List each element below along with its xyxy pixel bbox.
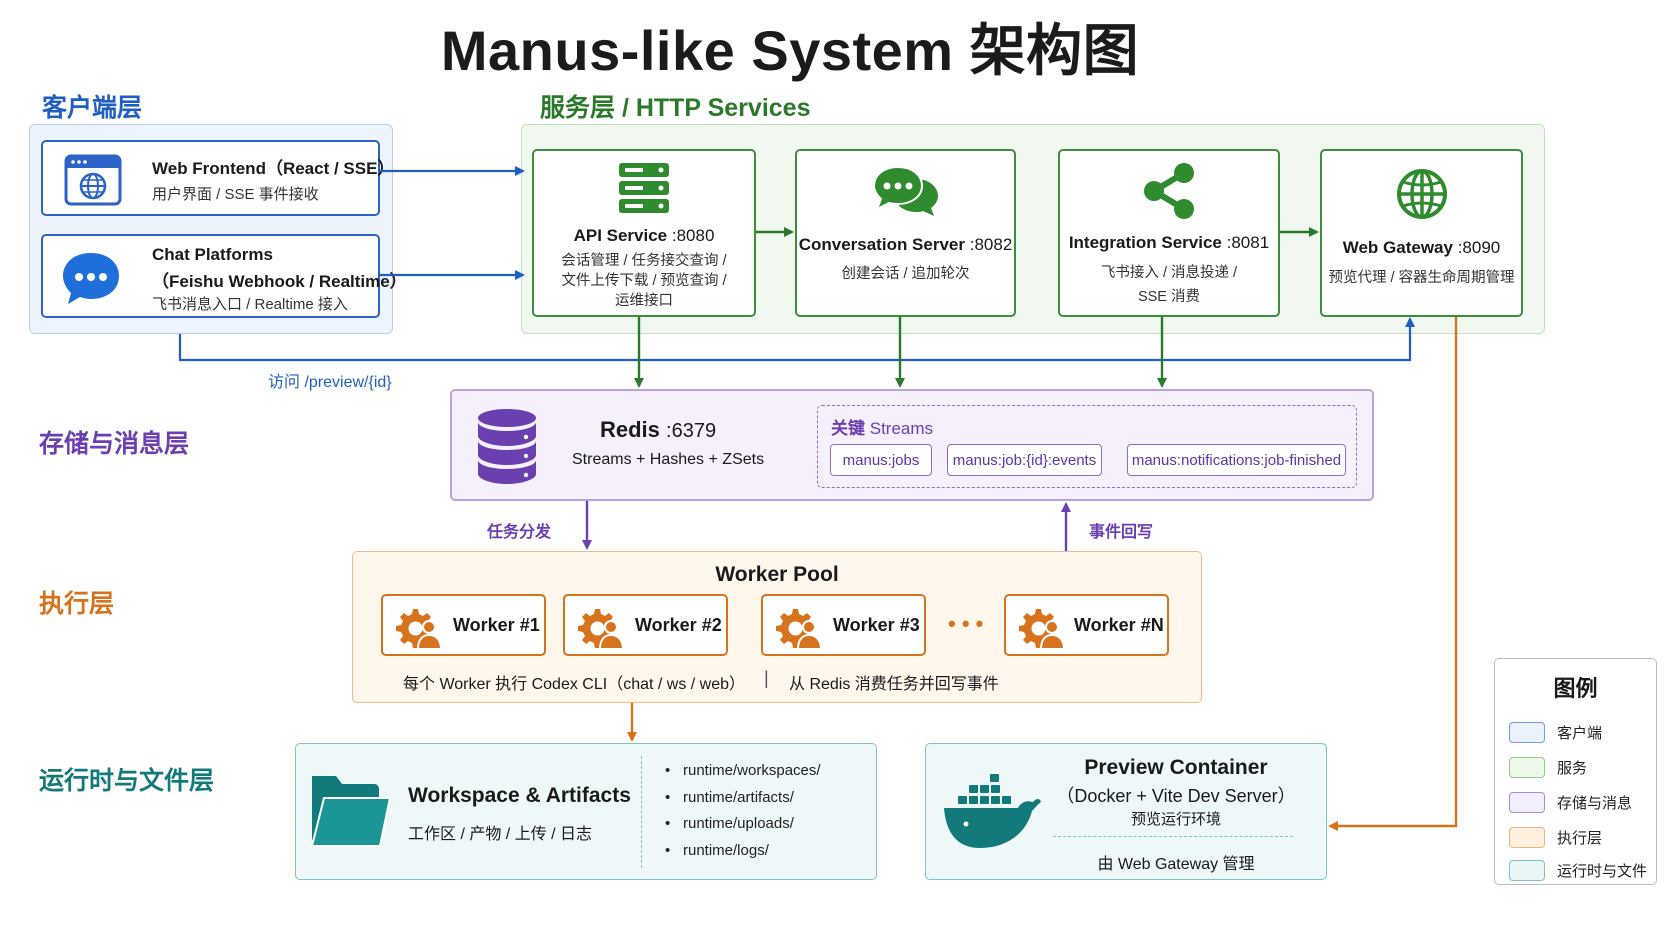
- legend-item-runtime: 运行时与文件: [1509, 859, 1647, 881]
- worker-gear-icon: [575, 605, 625, 654]
- layer-label-runtime: 运行时与文件层: [39, 767, 215, 795]
- worker-gear-icon: [773, 605, 823, 654]
- legend-box: 图例 客户端 服务 存储与消息 执行层 运行时与文件: [1494, 658, 1657, 885]
- web-gateway-title: Web Gateway :8090: [1342, 238, 1501, 257]
- worker-gear-icon: [393, 605, 443, 654]
- runtime-path-item: runtime/artifacts/: [663, 785, 821, 812]
- legend-swatch: [1509, 859, 1545, 881]
- preview-container-title-detail: （Docker + Vite Dev Server）: [1056, 786, 1296, 806]
- preview-container-box: Preview Container （Docker + Vite Dev Ser…: [925, 743, 1327, 880]
- key-streams-title: 关键 Streams: [831, 419, 934, 438]
- preview-container-subtitle: 预览运行环境: [1130, 811, 1221, 828]
- legend-label: 客户端: [1557, 724, 1603, 742]
- legend-item-service: 服务: [1509, 756, 1587, 778]
- chat-platforms-title-detail: （Feishu Webhook / Realtime）: [152, 272, 407, 291]
- worker-note-separator: |: [764, 668, 769, 688]
- worker-card-3: Worker #3: [761, 594, 926, 656]
- legend-swatch: [1509, 721, 1545, 743]
- legend-label: 服务: [1557, 759, 1588, 777]
- web-frontend-subtitle: 用户界面 / SSE 事件接收: [152, 186, 319, 203]
- legend-title: 图例: [1553, 676, 1598, 701]
- chat-bubbles-icon: [797, 165, 1014, 217]
- runtime-path-item: runtime/workspaces/: [663, 758, 821, 785]
- folder-icon: [308, 768, 392, 853]
- preview-managed-label: 由 Web Gateway 管理: [1097, 856, 1255, 873]
- docker-whale-icon: [942, 768, 1042, 857]
- globe-icon: [1322, 167, 1521, 221]
- dispatch-label: 任务分发: [487, 524, 552, 541]
- workspace-subtitle: 工作区 / 产物 / 上传 / 日志: [408, 826, 593, 843]
- worker-card-2: Worker #2: [563, 594, 728, 656]
- key-streams-box: 关键 Streams: [817, 405, 1357, 488]
- legend-item-storage: 存储与消息: [1509, 791, 1632, 813]
- worker-card-1: Worker #1: [381, 594, 546, 656]
- redis-title: Redis :6379: [600, 417, 717, 442]
- legend-swatch: [1509, 756, 1545, 778]
- integration-service-title: Integration Service :8081: [1068, 233, 1270, 252]
- runtime-path-item: runtime/logs/: [663, 838, 821, 865]
- legend-swatch: [1509, 826, 1545, 848]
- integration-service-card: Integration Service :8081 飞书接入 / 消息投递 / …: [1058, 149, 1280, 317]
- chat-platforms-subtitle: 飞书消息入口 / Realtime 接入: [152, 296, 348, 313]
- stream-chip-jobs: manus:jobs: [830, 444, 932, 476]
- workspace-artifacts-box: Workspace & Artifacts 工作区 / 产物 / 上传 / 日志…: [295, 743, 877, 880]
- worker-note-left: 每个 Worker 执行 Codex CLI（chat / ws / web）: [403, 676, 746, 693]
- workspace-title: Workspace & Artifacts: [408, 784, 631, 807]
- legend-label: 运行时与文件: [1557, 862, 1648, 880]
- preview-divider: [1053, 836, 1293, 837]
- preview-link-label: 访问 /preview/{id}: [268, 374, 392, 391]
- web-frontend-card: Web Frontend（React / SSE） 用户界面 / SSE 事件接…: [41, 140, 394, 216]
- legend-item-client: 客户端: [1509, 721, 1602, 743]
- preview-container-title: Preview Container: [1084, 756, 1268, 779]
- worker-label-1: Worker #1: [453, 615, 540, 635]
- layer-label-execution: 执行层: [39, 590, 115, 618]
- worker-note-right: 从 Redis 消费任务并回写事件: [789, 676, 999, 693]
- legend-label: 执行层: [1557, 829, 1603, 847]
- workspace-divider: [641, 756, 642, 868]
- diagram-title: Manus-like System 架构图: [440, 19, 1140, 82]
- api-service-desc: 会话管理 / 任务接交查询 / 文件上传下载 / 预览查询 / 运维接口: [561, 253, 727, 309]
- redis-desc: Streams + Hashes + ZSets: [572, 451, 765, 468]
- legend-label: 存储与消息: [1557, 794, 1633, 812]
- layer-label-storage: 存储与消息层: [39, 430, 190, 458]
- writeback-label: 事件回写: [1089, 524, 1154, 541]
- server-stack-icon: [534, 161, 754, 215]
- conversation-server-title: Conversation Server :8082: [798, 235, 1013, 254]
- stream-chip-notifications: manus:notifications:job-finished: [1127, 444, 1346, 476]
- layer-label-service: 服务层 / HTTP Services: [540, 94, 811, 122]
- worker-label-n: Worker #N: [1074, 615, 1164, 635]
- runtime-path-item: runtime/uploads/: [663, 811, 821, 838]
- worker-ellipsis: • • •: [948, 611, 984, 636]
- stream-chip-job-events: manus:job:{id}:events: [947, 444, 1102, 476]
- chat-bubble-icon: [60, 249, 122, 312]
- worker-pool-title: Worker Pool: [715, 563, 839, 586]
- worker-label-2: Worker #2: [635, 615, 722, 635]
- database-icon: [476, 408, 538, 491]
- legend-swatch: [1509, 791, 1545, 813]
- runtime-path-list: runtime/workspaces/ runtime/artifacts/ r…: [663, 758, 821, 864]
- api-service-card: API Service :8080 会话管理 / 任务接交查询 / 文件上传下载…: [532, 149, 756, 317]
- web-gateway-desc: 预览代理 / 容器生命周期管理: [1328, 270, 1515, 286]
- worker-gear-icon: [1016, 605, 1066, 654]
- worker-label-3: Worker #3: [833, 615, 920, 635]
- chat-platforms-card: Chat Platforms （Feishu Webhook / Realtim…: [41, 234, 407, 318]
- conversation-server-desc: 创建会话 / 追加轮次: [841, 266, 970, 282]
- layer-label-client: 客户端层: [42, 94, 143, 122]
- api-service-title: API Service :8080: [573, 226, 715, 245]
- worker-card-n: Worker #N: [1004, 594, 1169, 656]
- integration-service-desc: 飞书接入 / 消息投递 / SSE 消费: [1100, 265, 1238, 305]
- conversation-server-card: Conversation Server :8082 创建会话 / 追加轮次: [795, 149, 1016, 317]
- web-gateway-card: Web Gateway :8090 预览代理 / 容器生命周期管理: [1320, 149, 1523, 317]
- share-icon: [1060, 161, 1278, 221]
- legend-item-execution: 执行层: [1509, 826, 1602, 848]
- web-frontend-title: Web Frontend（React / SSE）: [152, 159, 395, 178]
- chat-platforms-title: Chat Platforms: [152, 245, 273, 264]
- browser-globe-icon: [64, 154, 122, 211]
